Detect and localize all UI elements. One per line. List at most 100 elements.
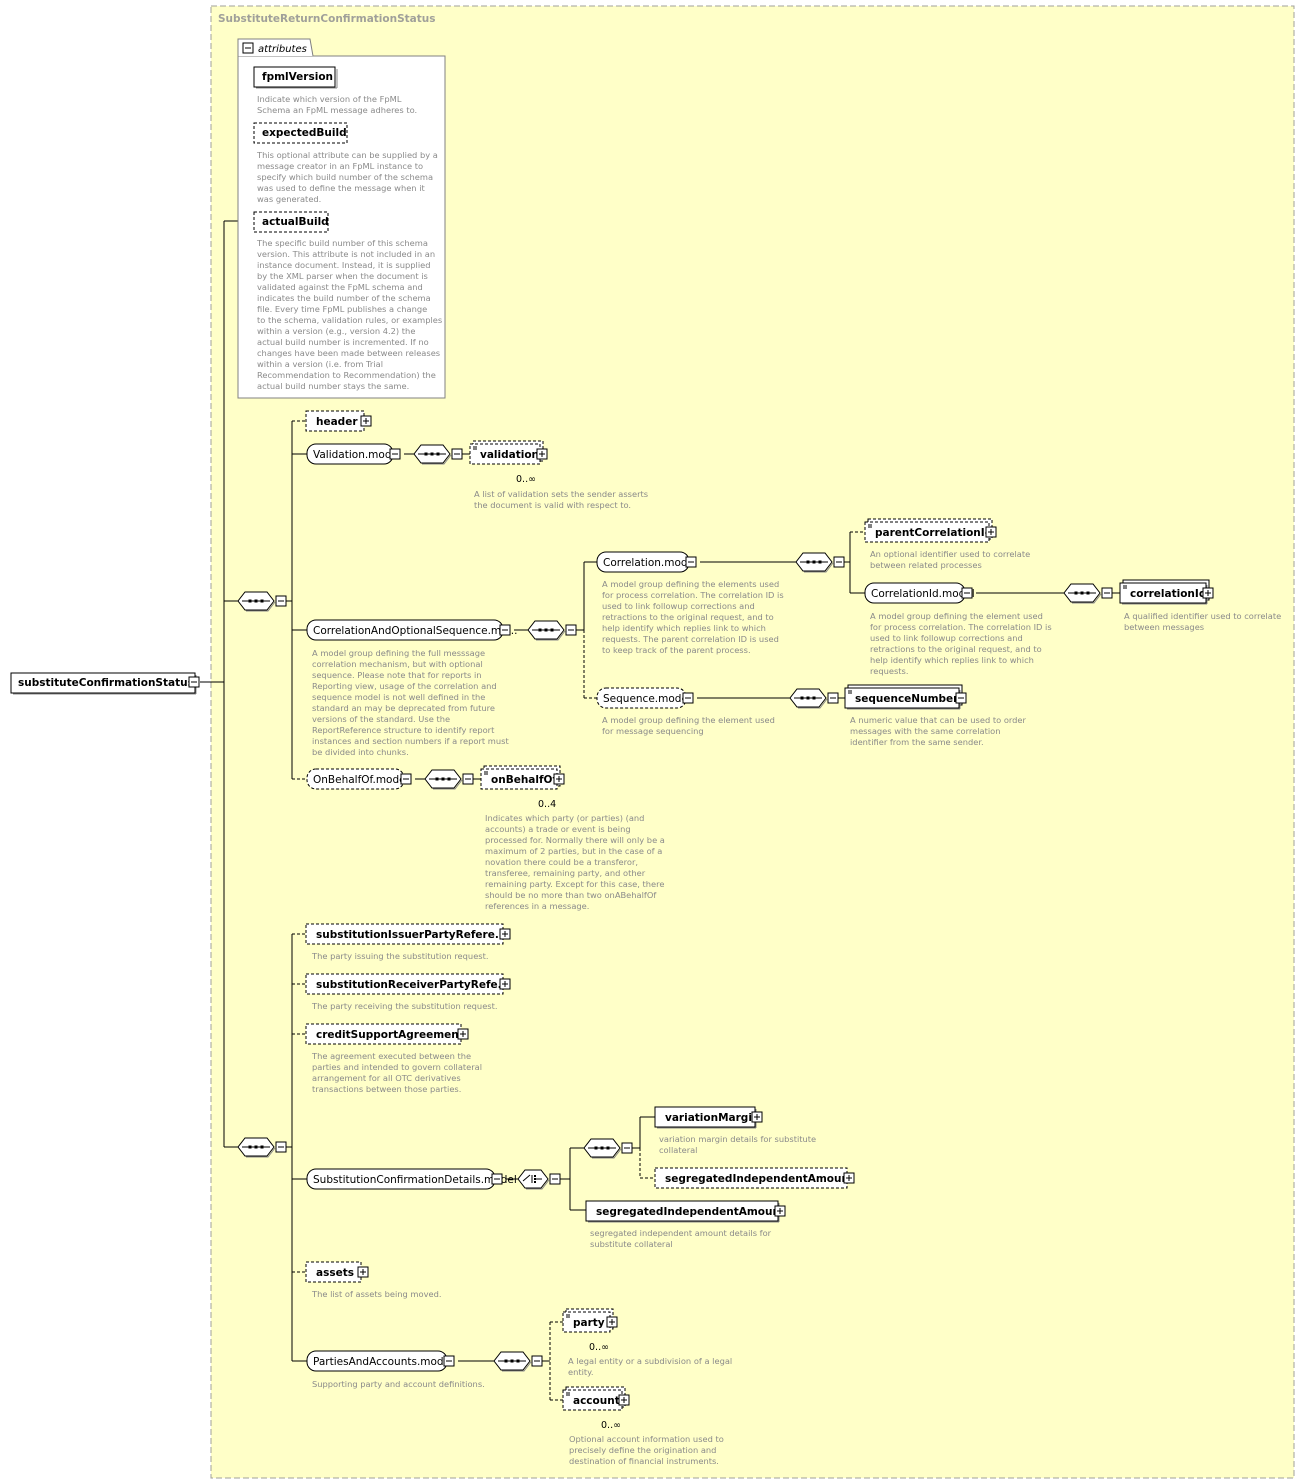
node-credit-support-expand-icon[interactable] [457,1028,469,1040]
node-subst-conf-details-collapse-icon[interactable] [491,1173,503,1185]
sequence-on-behalf-of-collapse-icon[interactable] [462,773,474,785]
node-assets-expand-icon[interactable] [357,1266,369,1278]
node-validation-expand-icon[interactable] [536,448,548,460]
node-seg-ind-amount[interactable]: segregatedIndependentAmount [585,1200,786,1223]
node-sequence-number-label: sequenceNumber [855,693,959,705]
node-validation-model-collapse-icon[interactable] [389,448,401,460]
sequence-corr-opt[interactable] [527,620,577,641]
node-subst-issuer[interactable]: substitutionIssuerPartyRefere... [305,923,511,945]
node-sequence-number-collapse-icon[interactable] [955,692,967,704]
sequence-seq-number-collapse-icon[interactable] [827,692,839,704]
node-sequence-model-collapse-icon[interactable] [682,692,694,704]
sequence-validation[interactable] [413,444,463,465]
node-correlation-model-desc-1: A model group defining the elements used [602,579,779,589]
node-correlation-id-label: correlationId [1130,588,1206,600]
root-collapse-icon[interactable] [188,676,200,688]
node-sequence-number-desc-3: identifier from the same sender. [850,737,984,747]
node-validation-model[interactable]: Validation.model [306,443,401,465]
node-on-behalf-of-expand-icon[interactable] [553,773,565,785]
sequence-compositor-1[interactable] [237,591,287,612]
node-correlation-id-model-collapse-icon[interactable] [961,587,973,599]
node-sequence-model[interactable]: Sequence.model [596,687,694,709]
sequence-corr-opt-collapse-icon[interactable] [565,624,577,636]
node-corr-opt-seq[interactable]: CorrelationAndOptionalSequence.mo... [306,619,517,641]
node-credit-support-desc-3: arrangement for all OTC derivatives [312,1073,461,1083]
node-on-behalf-of-model-collapse-icon[interactable] [400,773,412,785]
root-element[interactable]: substituteConfirmationStatus [10,672,197,695]
choice-subst-details[interactable] [517,1169,561,1190]
node-on-behalf-of-desc-9: references in a message. [485,901,589,911]
node-correlation-model[interactable]: Correlation.model [596,551,697,573]
attr-expectedbuild-desc-4: was used to define the message when it [257,183,426,193]
node-seg-ind-amount-opt-label: segregatedIndependentAmount [665,1173,854,1185]
node-correlation-id-model[interactable]: CorrelationId.model [864,582,975,604]
node-header[interactable]: header [305,410,372,432]
node-header-expand-icon[interactable] [360,415,372,427]
node-correlation-id-expand-icon[interactable] [1202,587,1214,599]
node-account-desc-1: Optional account information used to [569,1434,724,1444]
sequence-correlation[interactable] [795,552,845,573]
node-subst-receiver[interactable]: substitutionReceiverPartyRefe... [305,973,511,995]
sequence-correlation-collapse-icon[interactable] [833,556,845,568]
node-party-occurs: 0..∞ [589,1342,609,1353]
node-party-expand-icon[interactable] [606,1316,618,1328]
svg-text:expectedBuild: expectedBuild [262,127,347,139]
node-correlation-id[interactable]: correlationId [1119,579,1214,605]
node-seg-ind-amount-opt-expand-icon[interactable] [843,1172,855,1184]
sequence-variation[interactable] [583,1138,633,1159]
node-variation-margin[interactable]: variationMargin [654,1106,763,1129]
node-seg-ind-amount-opt[interactable]: segregatedIndependentAmount [654,1167,855,1189]
node-party-desc-1: A legal entity or a subdivision of a leg… [568,1356,732,1366]
node-on-behalf-of-desc-4: maximum of 2 parties, but in the case of… [485,846,662,856]
node-account-expand-icon[interactable] [618,1394,630,1406]
attr-expectedbuild-desc-5: was generated. [257,194,321,204]
node-on-behalf-of-model[interactable]: OnBehalfOf.model [306,768,412,790]
node-validation-desc-2: the document is valid with respect to. [474,500,631,510]
attr-actualbuild-desc-11: changes have been made between releases [257,348,440,358]
node-corr-opt-seq-collapse-icon[interactable] [499,624,511,636]
sequence-seq-number[interactable] [789,688,839,709]
sequence-validation-collapse-icon[interactable] [451,448,463,460]
sequence-compositor-2-collapse-icon[interactable] [275,1141,287,1153]
node-variation-margin-desc-2: collateral [659,1145,698,1155]
attr-actualbuild-desc-3: instance document. Instead, it is suppli… [257,260,431,270]
sequence-variation-collapse-icon[interactable] [621,1142,633,1154]
description-layer: A list of validation sets the sender ass… [311,489,1281,1466]
node-parties-accounts-model[interactable]: PartiesAndAccounts.model [306,1350,455,1372]
node-correlation-model-collapse-icon[interactable] [685,556,697,568]
node-seg-ind-amount-expand-icon[interactable] [774,1205,786,1217]
node-variation-margin-expand-icon[interactable] [751,1111,763,1123]
node-correlation-model-desc-2: for process correlation. The correlation… [602,590,784,600]
attr-fpmlversion[interactable]: fpmlVersion [253,66,338,89]
node-credit-support[interactable]: creditSupportAgreement [305,1023,469,1045]
node-seg-ind-amount-label: segregatedIndependentAmount [596,1206,785,1218]
node-subst-conf-details[interactable]: SubstitutionConfirmationDetails.model [306,1168,517,1190]
sequence-compositor-2[interactable] [237,1137,287,1158]
attr-actualbuild[interactable]: actualBuild [253,211,329,233]
node-corr-opt-seq-desc-1: A model group defining the full messsage [312,648,485,658]
sequence-correlation-id-collapse-icon[interactable] [1101,587,1113,599]
attributes-collapse-icon[interactable] [242,42,254,54]
node-subst-issuer-expand-icon[interactable] [499,928,511,940]
node-assets[interactable]: assets [305,1261,369,1283]
sequence-parties[interactable] [493,1351,543,1372]
node-subst-receiver-expand-icon[interactable] [499,978,511,990]
attr-actualbuild-desc-14: actual build number stays the same. [257,381,409,391]
sequence-on-behalf-of[interactable] [424,769,474,790]
attr-expectedbuild[interactable]: expectedBuild [253,122,348,144]
choice-subst-details-collapse-icon[interactable] [549,1173,561,1185]
node-parent-corr-id[interactable]: parentCorrelationId [864,518,997,543]
node-sequence-number[interactable]: sequenceNumber [844,684,967,710]
sequence-compositor-1-collapse-icon[interactable] [275,595,287,607]
attr-actualbuild-desc-10: actual build number is incremented. If n… [257,337,429,347]
sequence-parties-collapse-icon[interactable] [531,1355,543,1367]
attr-actualbuild-desc-2: version. This attribute is not included … [257,249,435,259]
sequence-correlation-id[interactable] [1063,583,1113,604]
node-parent-corr-id-expand-icon[interactable] [985,526,997,538]
node-on-behalf-of-desc-8: should be no more than two onABehalfOf [485,890,657,900]
node-parties-accounts-model-collapse-icon[interactable] [443,1355,455,1367]
